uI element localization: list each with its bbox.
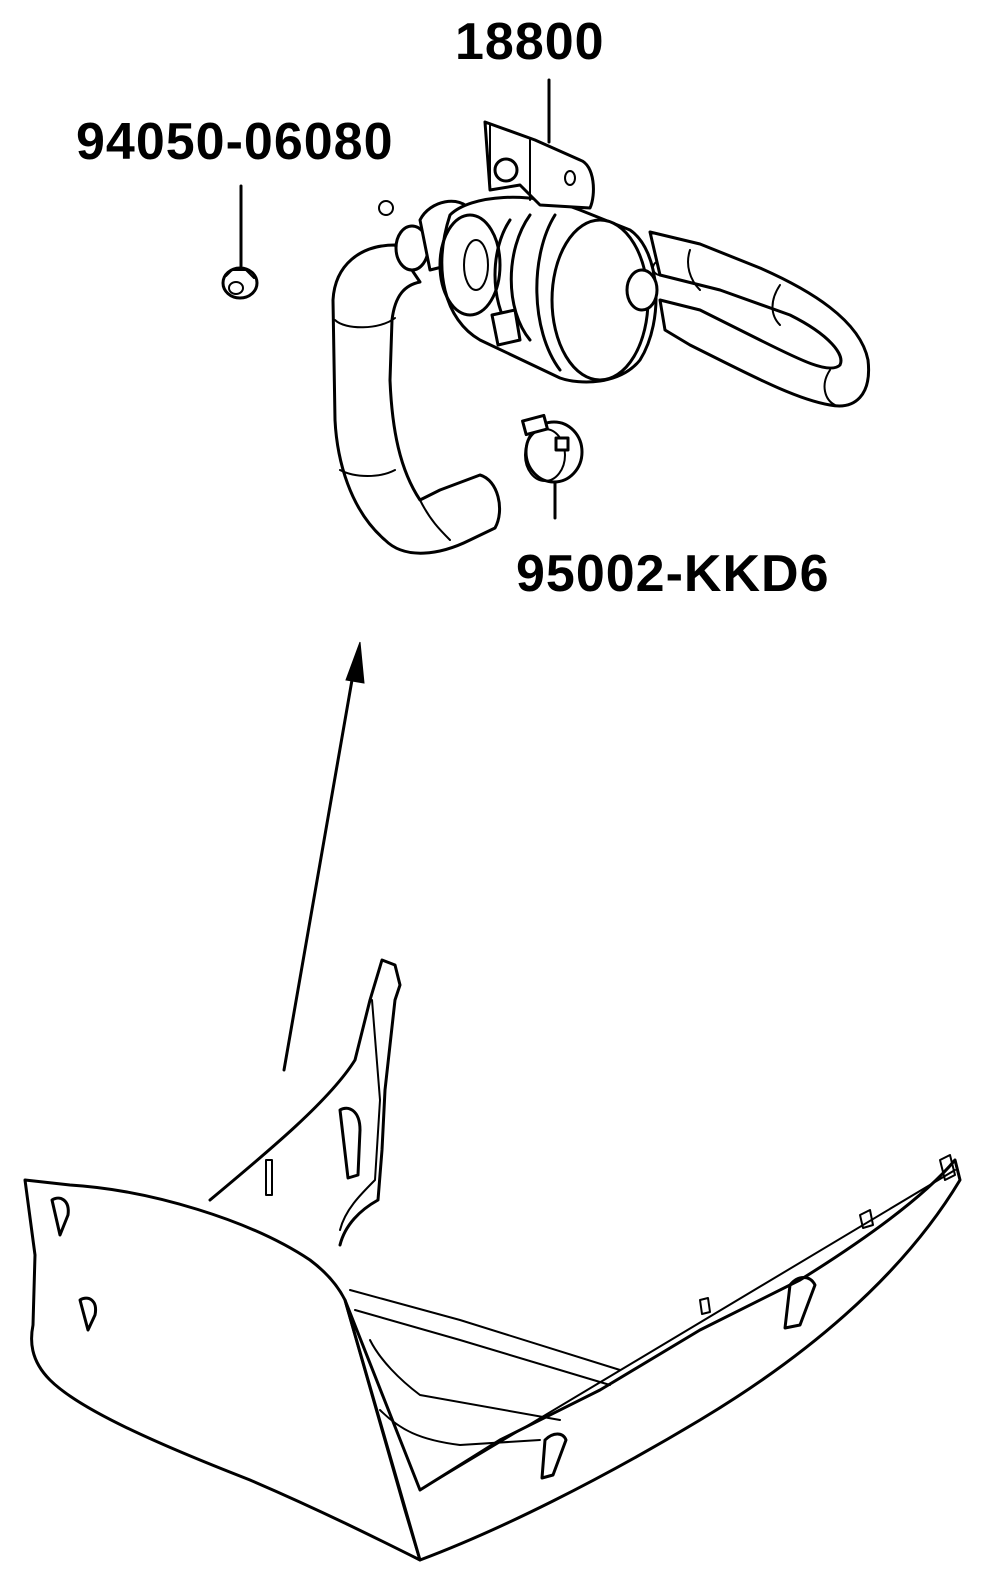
- assembly-arrow-icon: [282, 641, 365, 1072]
- part-label-94050-06080: 94050-06080: [76, 113, 394, 171]
- canister-assembly-icon: [331, 120, 871, 555]
- hose-clamp-icon: [521, 413, 584, 484]
- part-label-18800: 18800: [455, 13, 605, 71]
- floor-panel-icon: [23, 958, 962, 1562]
- nut-icon: [221, 266, 259, 300]
- part-label-95002-KKD6: 95002-KKD6: [516, 545, 830, 603]
